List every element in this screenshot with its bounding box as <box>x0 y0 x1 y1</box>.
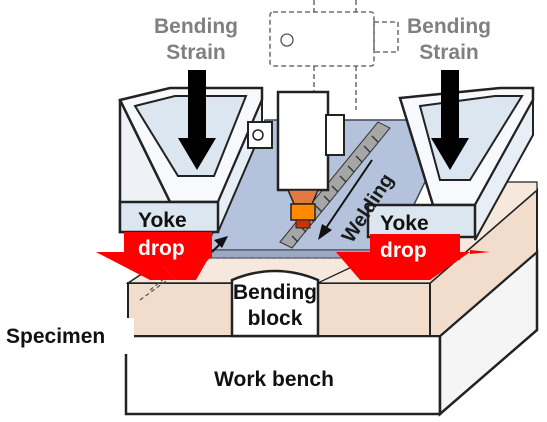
yoke-left-label: Yoke <box>138 209 187 232</box>
bending-block: Bending block <box>230 269 320 338</box>
bending-strain-right: Bending Strain <box>407 15 491 170</box>
drop-arrow-right: drop <box>336 234 490 280</box>
bending-strain-right-line1: Bending <box>407 15 491 38</box>
down-arrow-icon <box>431 70 469 170</box>
specimen-label: Specimen <box>6 325 105 348</box>
drop-left-label: drop <box>138 237 185 260</box>
diagonal-arrow-icon <box>318 224 332 240</box>
bending-strain-right-line2: Strain <box>419 41 479 64</box>
work-bench: Work bench <box>124 232 539 417</box>
welding-torch <box>247 90 345 229</box>
welding-torch-outline <box>269 0 399 110</box>
yoke-right: Yoke <box>366 86 535 241</box>
red-arrow-icon <box>336 250 490 280</box>
drop-right-label: drop <box>380 239 427 262</box>
bending-block-label-line1: Bending <box>233 281 317 304</box>
down-arrow-icon <box>178 70 216 170</box>
work-bench-label: Work bench <box>214 368 334 391</box>
yoke-right-label: Yoke <box>380 212 429 235</box>
bending-strain-left-line1: Bending <box>154 15 238 38</box>
pointer-arrow-icon <box>214 236 228 248</box>
bending-strain-left: Bending Strain <box>154 15 238 170</box>
bending-strain-left-line2: Strain <box>166 41 226 64</box>
specimen-label-box: Specimen <box>0 318 134 354</box>
rotation-pointer <box>211 236 228 253</box>
drop-arrow-left: drop <box>96 232 212 280</box>
bending-block-label-line2: block <box>248 307 303 330</box>
